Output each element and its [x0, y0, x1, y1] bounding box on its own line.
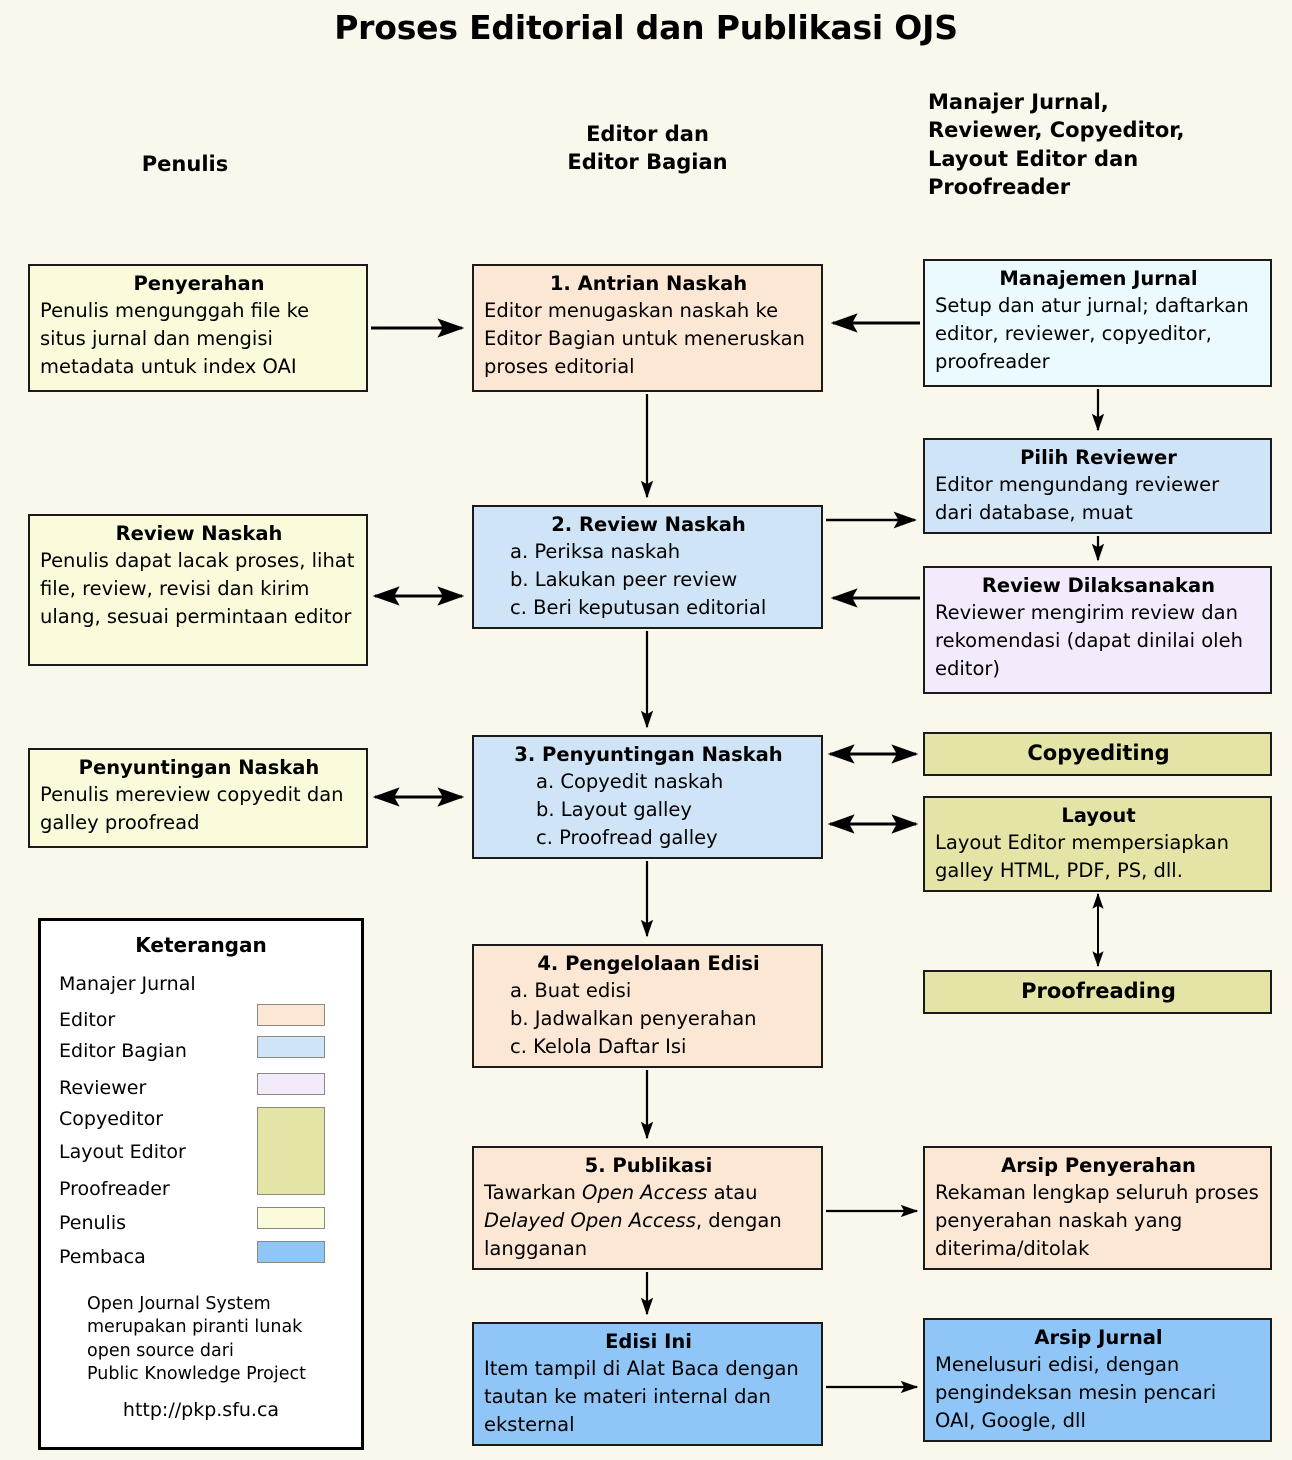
- page-title: Proses Editorial dan Publikasi OJS: [334, 8, 958, 47]
- legend-swatch-pembaca: [257, 1241, 325, 1263]
- box-arsip-jurnal-body: Menelusuri edisi, dengan pengindeksan me…: [935, 1353, 1217, 1432]
- column-header-penulis-label: Penulis: [141, 152, 229, 176]
- column-header-lainnya-label: Manajer Jurnal,Reviewer, Copyeditor,Layo…: [928, 90, 1185, 200]
- legend-label-reviewer: Reviewer: [59, 1077, 147, 1099]
- legend-swatch-editor: [257, 1004, 325, 1026]
- box-penyuntingan-penulis-body: Penulis mereview copyedit dan galley pro…: [40, 783, 344, 834]
- box-review-naskah-editor[interactable]: 2. Review Naskah a. Periksa naskah b. La…: [472, 505, 823, 629]
- box-review-dilaksanakan[interactable]: Review Dilaksanakan Reviewer mengirim re…: [923, 566, 1272, 694]
- box-antrian-naskah[interactable]: 1. Antrian Naskah Editor menugaskan nask…: [472, 264, 823, 392]
- box-antrian-naskah-body: Editor menugaskan naskah ke Editor Bagia…: [484, 299, 805, 378]
- legend-url[interactable]: http://pkp.sfu.ca: [122, 1399, 280, 1421]
- box-publikasi-body-p1: Tawarkan: [484, 1181, 583, 1205]
- box-publikasi-body: Tawarkan Open Access atau Delayed Open A…: [484, 1179, 813, 1262]
- box-copyediting[interactable]: Copyediting: [923, 732, 1272, 776]
- legend-label-editor-bagian: Editor Bagian: [59, 1040, 187, 1062]
- box-penyuntingan-penulis[interactable]: Penyuntingan Naskah Penulis mereview cop…: [28, 748, 368, 848]
- box-publikasi[interactable]: 5. Publikasi Tawarkan Open Access atau D…: [472, 1146, 823, 1270]
- box-proofreading[interactable]: Proofreading: [923, 970, 1272, 1014]
- column-header-lainnya: Manajer Jurnal,Reviewer, Copyeditor,Layo…: [928, 88, 1278, 201]
- legend-panel: Keterangan Manajer Jurnal Editor Editor …: [38, 918, 364, 1450]
- box-penyerahan-title: Penyerahan: [133, 272, 265, 295]
- legend-label-pembaca: Pembaca: [59, 1246, 146, 1268]
- box-review-naskah-editor-line-a: a. Periksa naskah: [510, 540, 681, 564]
- box-penyuntingan-editor-line-b: b. Layout galley: [536, 797, 692, 821]
- box-pilih-reviewer[interactable]: Pilih Reviewer Editor mengundang reviewe…: [923, 438, 1272, 534]
- box-penyerahan[interactable]: Penyerahan Penulis mengunggah file ke si…: [28, 264, 368, 392]
- box-penyuntingan-editor-title: 3. Penyuntingan Naskah: [514, 743, 783, 766]
- box-arsip-penyerahan-title: Arsip Penyerahan: [1001, 1154, 1196, 1177]
- legend-title: Keterangan: [135, 933, 267, 957]
- box-copyediting-title: Copyediting: [1027, 741, 1170, 766]
- box-pengelolaan-edisi-line-a: a. Buat edisi: [510, 979, 632, 1003]
- legend-label-editor: Editor: [59, 1009, 116, 1031]
- box-manajemen-jurnal-body: Setup dan atur jurnal; daftarkan editor,…: [935, 294, 1249, 373]
- box-penyerahan-body: Penulis mengunggah file ke situs jurnal …: [40, 299, 310, 378]
- legend-label-manajer-jurnal: Manajer Jurnal: [59, 973, 196, 995]
- box-review-dilaksanakan-body: Reviewer mengirim review dan rekomendasi…: [935, 601, 1243, 680]
- box-review-naskah-penulis[interactable]: Review Naskah Penulis dapat lacak proses…: [28, 514, 368, 666]
- box-arsip-jurnal-title: Arsip Jurnal: [1034, 1326, 1163, 1349]
- box-pilih-reviewer-body: Editor mengundang reviewer dari database…: [935, 473, 1220, 524]
- box-review-naskah-editor-title: 2. Review Naskah: [551, 513, 746, 536]
- box-review-naskah-editor-line-b: b. Lakukan peer review: [510, 567, 738, 591]
- box-arsip-penyerahan[interactable]: Arsip Penyerahan Rekaman lengkap seluruh…: [923, 1146, 1272, 1270]
- box-publikasi-body-i1: Open Access: [582, 1181, 708, 1205]
- box-review-dilaksanakan-title: Review Dilaksanakan: [981, 574, 1216, 597]
- box-manajemen-jurnal[interactable]: Manajemen Jurnal Setup dan atur jurnal; …: [923, 259, 1272, 387]
- box-penyuntingan-editor[interactable]: 3. Penyuntingan Naskah a. Copyedit naska…: [472, 735, 823, 859]
- box-antrian-naskah-title: 1. Antrian Naskah: [549, 272, 748, 295]
- box-penyuntingan-editor-line-a: a. Copyedit naskah: [536, 770, 724, 794]
- box-manajemen-jurnal-title: Manajemen Jurnal: [999, 267, 1198, 290]
- legend-swatch-editor-bagian: [257, 1036, 325, 1058]
- box-layout-body: Layout Editor mempersiapkan galley HTML,…: [935, 831, 1229, 882]
- box-review-naskah-editor-line-c: c. Beri keputusan editorial: [510, 595, 767, 619]
- box-penyuntingan-editor-line-c: c. Proofread galley: [536, 825, 718, 849]
- box-review-naskah-penulis-body: Penulis dapat lacak proses, lihat file, …: [40, 549, 355, 628]
- box-layout-title: Layout: [1061, 804, 1136, 827]
- legend-label-copyeditor: Copyeditor: [59, 1108, 164, 1130]
- box-publikasi-title: 5. Publikasi: [584, 1154, 713, 1177]
- box-review-naskah-penulis-title: Review Naskah: [115, 522, 283, 545]
- box-pengelolaan-edisi[interactable]: 4. Pengelolaan Edisi a. Buat edisi b. Ja…: [472, 944, 823, 1068]
- box-layout[interactable]: Layout Layout Editor mempersiapkan galle…: [923, 796, 1272, 892]
- box-edisi-ini-title: Edisi Ini: [605, 1330, 692, 1353]
- box-pengelolaan-edisi-line-b: b. Jadwalkan penyerahan: [510, 1006, 757, 1030]
- legend-label-layout-editor: Layout Editor: [59, 1141, 186, 1163]
- box-proofreading-title: Proofreading: [1021, 979, 1176, 1004]
- box-publikasi-body-p2: atau: [707, 1181, 758, 1205]
- legend-swatch-copyediting-group: [257, 1107, 325, 1195]
- box-penyuntingan-penulis-title: Penyuntingan Naskah: [78, 756, 320, 779]
- box-arsip-jurnal[interactable]: Arsip Jurnal Menelusuri edisi, dengan pe…: [923, 1318, 1272, 1442]
- legend-swatch-penulis: [257, 1207, 325, 1229]
- box-pengelolaan-edisi-line-c: c. Kelola Daftar Isi: [510, 1034, 687, 1058]
- box-pilih-reviewer-title: Pilih Reviewer: [1020, 446, 1177, 469]
- column-header-penulis: Penulis: [30, 150, 340, 178]
- box-arsip-penyerahan-body: Rekaman lengkap seluruh proses penyeraha…: [935, 1181, 1259, 1260]
- box-publikasi-body-p3: , dengan langganan: [484, 1208, 782, 1260]
- legend-label-penulis: Penulis: [59, 1212, 127, 1234]
- box-publikasi-body-i2: Delayed Open Access: [484, 1208, 696, 1232]
- legend-label-proofreader: Proofreader: [59, 1178, 170, 1200]
- legend-swatch-reviewer: [257, 1073, 325, 1095]
- box-pengelolaan-edisi-title: 4. Pengelolaan Edisi: [537, 952, 760, 975]
- box-edisi-ini[interactable]: Edisi Ini Item tampil di Alat Baca denga…: [472, 1322, 823, 1446]
- box-edisi-ini-body: Item tampil di Alat Baca dengan tautan k…: [484, 1357, 799, 1436]
